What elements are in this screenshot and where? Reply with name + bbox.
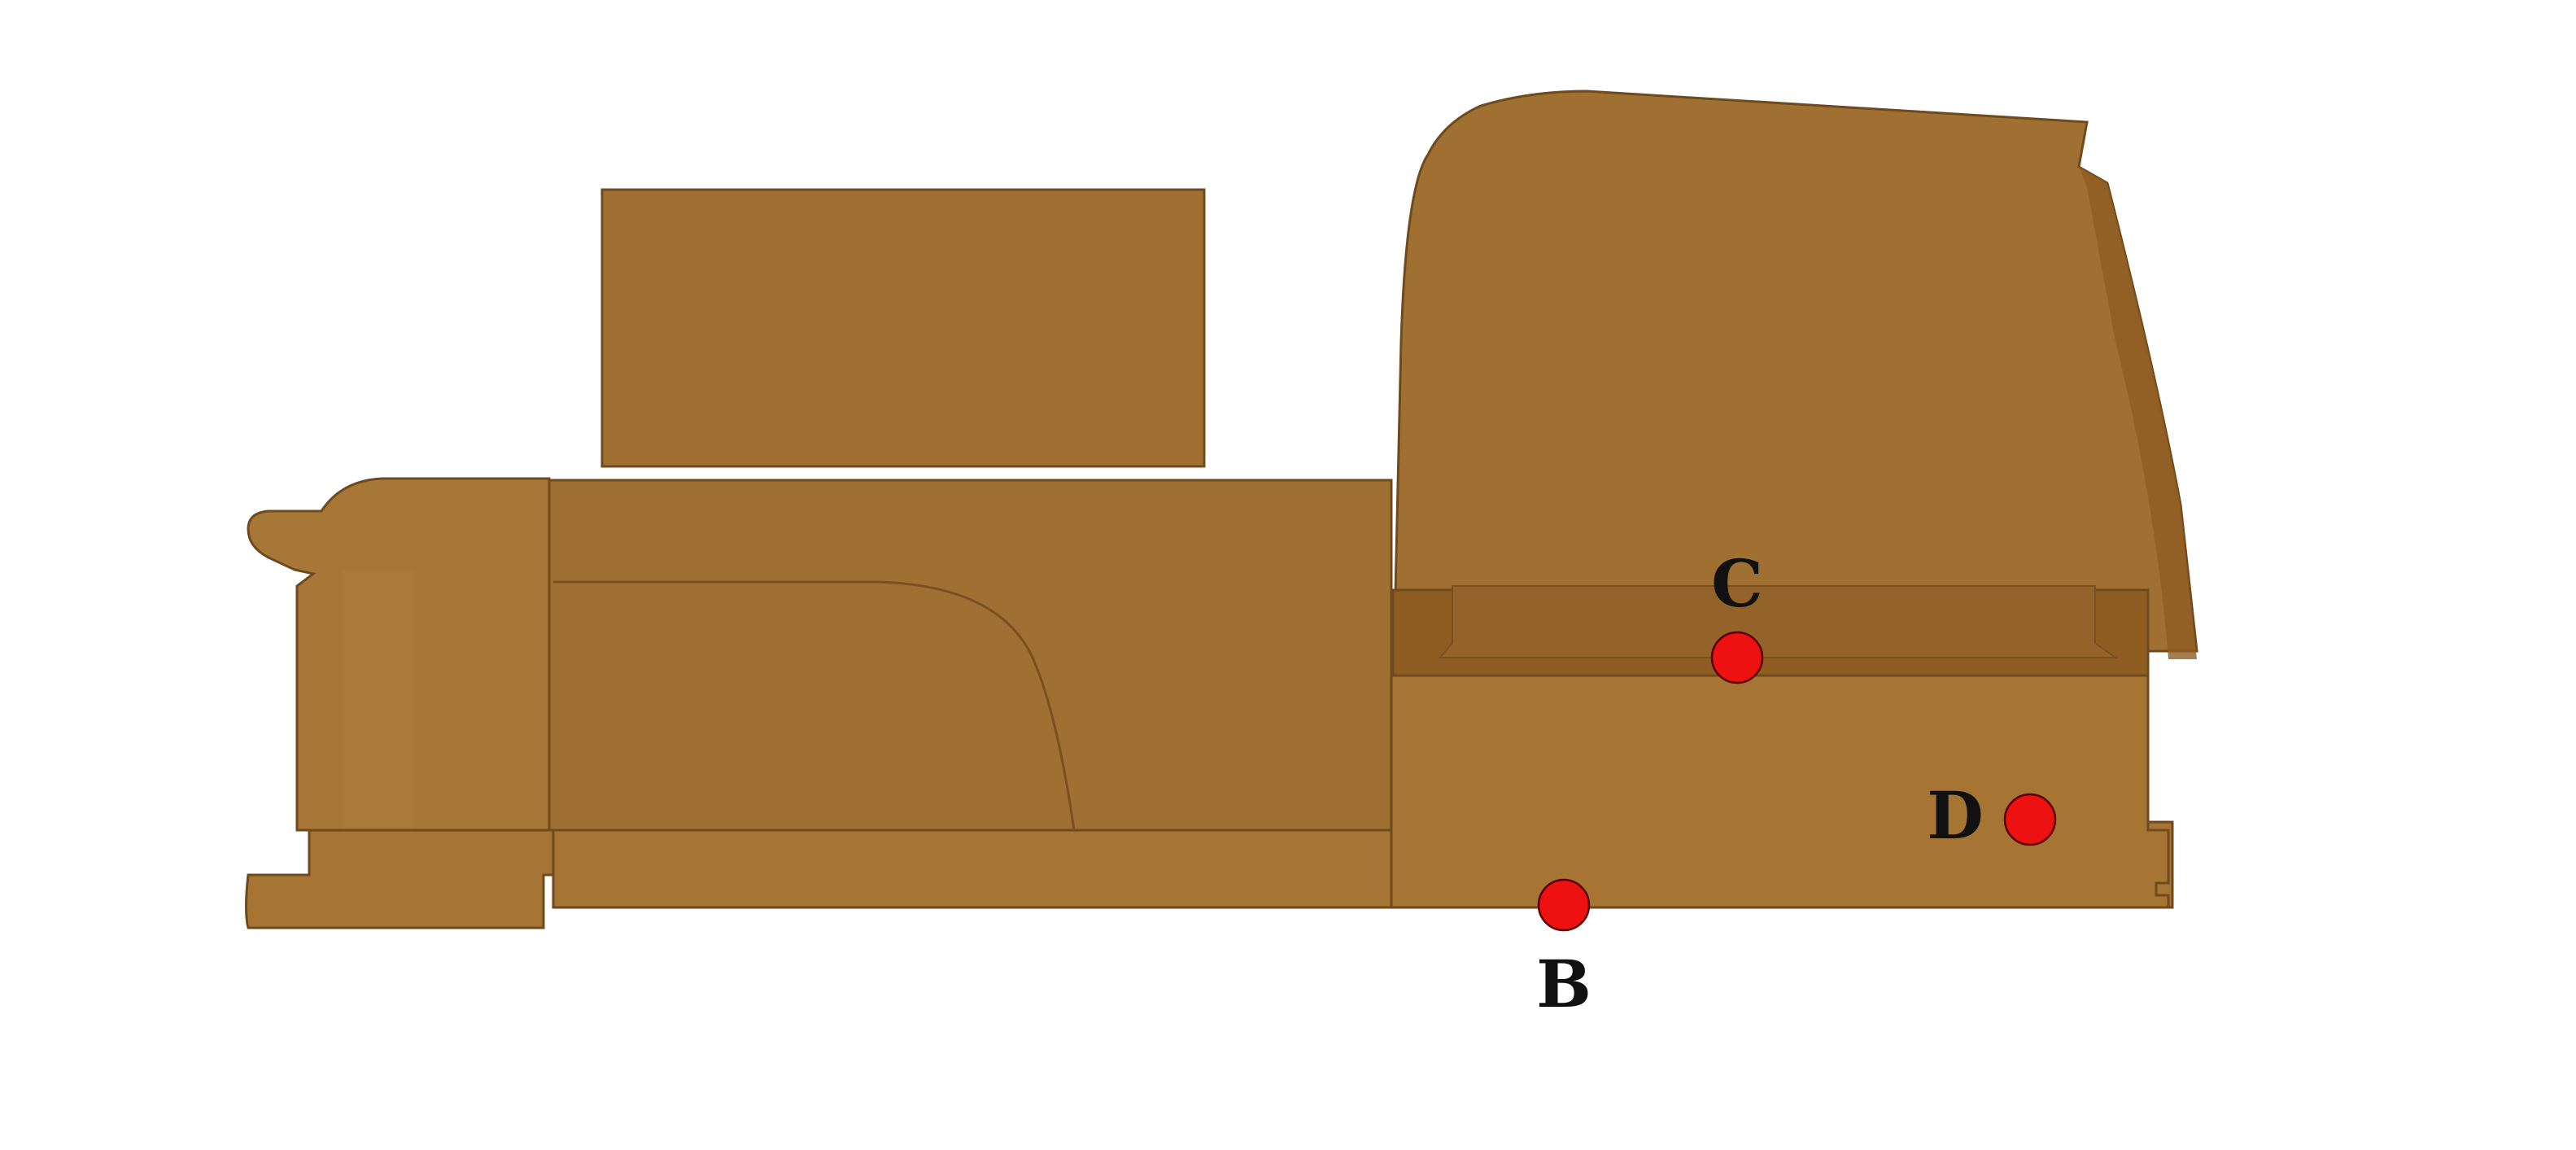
upper-ledge-bevel xyxy=(1438,585,2119,658)
middle-block xyxy=(548,479,1393,832)
left-cap-highlight xyxy=(342,570,415,830)
point-d-marker xyxy=(2003,793,2057,846)
point-d-label: D xyxy=(1927,777,1983,854)
point-b-marker xyxy=(1537,878,1591,932)
point-c-label: C xyxy=(1711,545,1763,622)
middle-block-curve xyxy=(553,580,1076,831)
tall-cabin xyxy=(1394,90,2198,653)
upper-floating-block xyxy=(600,188,1206,468)
point-b-label: B xyxy=(1536,946,1591,1022)
point-c-marker xyxy=(1710,631,1764,684)
left-lower-foot xyxy=(245,829,555,929)
cabin-edge-shade xyxy=(2079,167,2197,659)
right-lower-housing xyxy=(1390,674,2170,909)
